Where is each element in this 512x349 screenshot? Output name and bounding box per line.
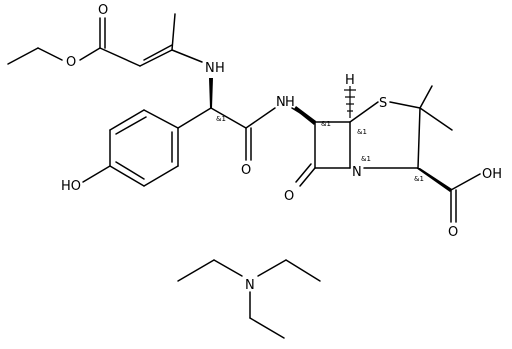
lactam-oxygen-label: O [284,189,294,204]
ethyl-oxygen-label: O [66,55,76,70]
bond [299,167,316,187]
acid-oxygen-label: O [448,225,458,240]
amide-nitrogen-label: N [276,95,286,110]
bond [7,47,39,65]
penam-core [294,85,481,223]
bond [419,107,453,131]
bond [143,109,179,129]
wedge-bond [416,168,452,192]
wedge-bond [294,106,316,125]
bond [349,101,379,123]
bond [249,317,285,339]
bond [115,161,145,180]
bond [450,173,481,191]
bond [245,107,276,129]
bond [417,107,421,169]
bond [82,165,111,183]
triethylamine-nitrogen-label: N [245,278,255,293]
enamine-nitrogen-label: N [205,61,215,76]
bond [115,116,147,135]
stereo-label-c5: &1 [357,128,367,136]
hydroxyphenyl-group [82,78,247,187]
bond [109,165,145,187]
bond [210,107,247,129]
triethylamine [177,259,321,339]
amide-oxygen-label: O [241,163,251,178]
stereo-label-c3: &1 [414,175,424,183]
stereo-label-alpha: &1 [216,115,226,123]
bond [37,47,63,61]
acid-hydroxyl-label: OH [482,167,502,182]
amide-hydrogen-label: H [285,95,295,110]
lactam-nitrogen-label: N [352,165,362,180]
stereo-label-c6: &1 [321,120,331,128]
ring-hydrogen-label: H [345,73,355,88]
bond [419,85,433,109]
bond [295,163,312,183]
bond [389,101,421,109]
bond [139,49,173,67]
stereo-label-n4: &1 [361,155,371,163]
bond [177,259,215,282]
wedge-bond [209,78,213,108]
bond [143,165,179,187]
bond [109,109,145,131]
bond [257,259,287,277]
bond [99,47,141,67]
bond [171,13,176,51]
sulfur-label: S [379,96,387,111]
bond [79,47,101,61]
ethyl-crotonate-group [7,13,203,67]
bond [213,259,243,277]
bond [171,49,203,63]
phenol-hydroxyl-label: HO [61,179,81,194]
bond [143,44,173,61]
bond [285,259,321,282]
bond [177,107,212,129]
ester-oxygen-label: O [98,3,108,18]
enamine-hydrogen-label: H [215,61,225,76]
